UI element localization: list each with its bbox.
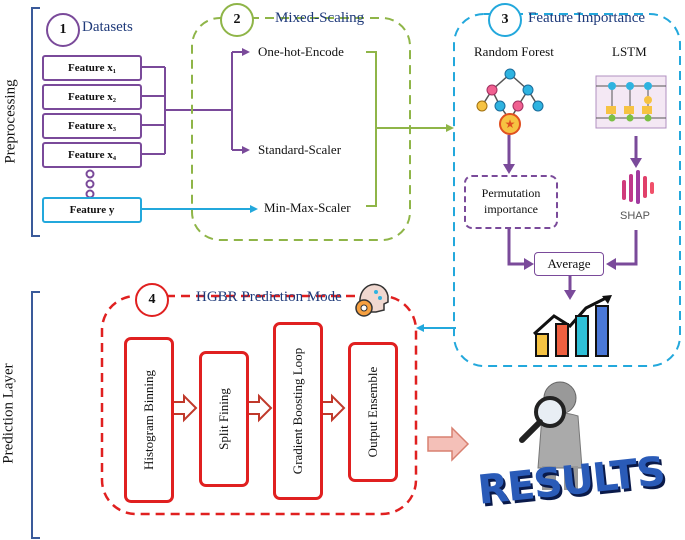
- datasets-title: Datasets: [82, 19, 133, 35]
- step-number-2: 2: [220, 3, 254, 37]
- preprocessing-bracket: [31, 7, 40, 237]
- prediction-bracket: [31, 291, 40, 539]
- shap-icon: [622, 170, 654, 204]
- scaling-box: [191, 17, 411, 241]
- feature-box-3: Feature x₃: [42, 113, 142, 139]
- permutation-label-line2: importance: [484, 202, 538, 216]
- lstm-label: LSTM: [612, 44, 647, 59]
- step-number-1: 1: [46, 13, 80, 47]
- feature-box-4: Feature x₄: [42, 142, 142, 168]
- preprocessing-label: Preprocessing: [2, 79, 19, 164]
- shap-label: SHAP: [620, 210, 650, 222]
- permutation-importance-box: Permutation importance: [464, 175, 558, 229]
- gradient-boosting-step: Gradient Boosting Loop: [273, 322, 323, 500]
- one-hot-encode-label: One-hot-Encode: [258, 44, 344, 59]
- step-number-3: 3: [488, 3, 522, 37]
- ellipsis-dots: [85, 169, 95, 199]
- target-feature-box: Feature y: [42, 197, 142, 223]
- prediction-layer-label: Prediction Layer: [0, 363, 17, 464]
- lstm-cell-icon: [595, 75, 667, 129]
- split-fining-label: Split Fining: [216, 388, 231, 450]
- scaling-title: Mixed-Scaling: [275, 10, 365, 26]
- feature-box-2: Feature x₂: [42, 84, 142, 110]
- random-forest-label: Random Forest: [474, 44, 554, 59]
- gradient-boosting-label: Gradient Boosting Loop: [290, 347, 305, 475]
- step-arrows: [171, 393, 346, 423]
- random-forest-icon: ★: [476, 68, 544, 135]
- histogram-binning-step: Histogram Binning: [124, 337, 174, 503]
- standard-scaler-label: Standard-Scaler: [258, 142, 342, 157]
- output-ensemble-step: Output Ensemble: [348, 342, 398, 482]
- bar-chart-icon: [532, 295, 612, 357]
- prediction-title: HGBR Prediction Mode: [196, 289, 342, 305]
- svg-text:★: ★: [505, 117, 516, 131]
- split-fining-step: Split Fining: [199, 351, 249, 487]
- importance-box: [453, 13, 681, 367]
- results-figure-illustration: [519, 381, 583, 490]
- min-max-scaler-label: Min-Max-Scaler: [264, 200, 351, 215]
- importance-title: Feature Importance: [528, 10, 646, 26]
- results-arrow: [427, 426, 470, 462]
- histogram-binning-label: Histogram Binning: [141, 369, 156, 471]
- average-box: Average: [534, 252, 604, 276]
- prediction-box: [100, 294, 418, 516]
- ai-head-gear-icon: [355, 283, 389, 317]
- scaling-connectors: [366, 51, 446, 207]
- feature-box-1: Feature x₁: [42, 55, 142, 81]
- feature-connectors: [138, 51, 244, 155]
- output-ensemble-label: Output Ensemble: [365, 366, 380, 458]
- step-number-4: 4: [135, 283, 169, 317]
- permutation-label-line1: Permutation: [481, 186, 541, 201]
